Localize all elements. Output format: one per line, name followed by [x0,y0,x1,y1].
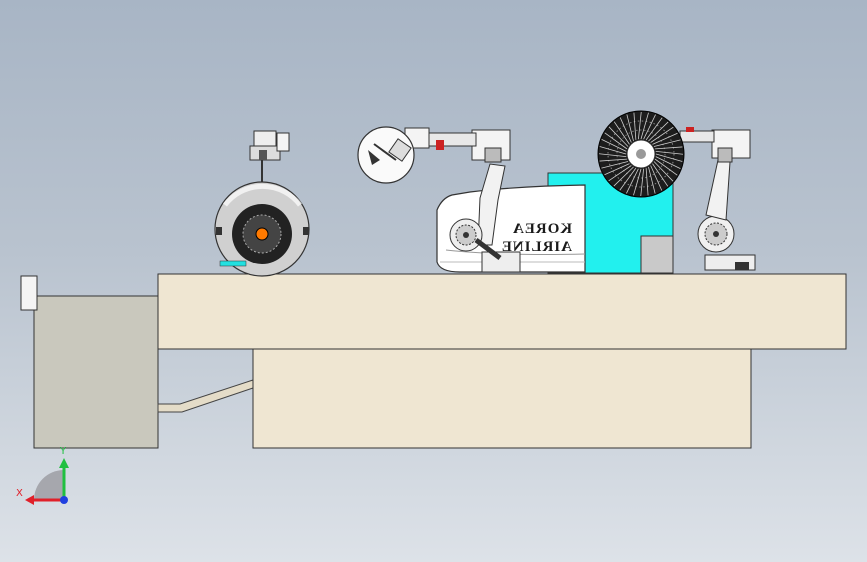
fan-blade [648,121,669,142]
fan-blade [626,114,634,142]
fan-blade [653,139,681,147]
fan-blade [655,156,681,169]
fan-blade [652,132,678,145]
spherical-robot [214,130,310,277]
x-axis-arrow-icon [25,495,34,505]
cable-hose [157,379,254,413]
fan-blade [613,121,630,145]
fan-blade [650,165,663,191]
fuselage-text-airline: AIRLINE [501,239,572,255]
fan-blade [650,126,674,143]
fan-blade [604,163,630,176]
fan-blade [654,158,678,176]
fan-blade [608,165,632,182]
fan-blade [608,126,629,147]
fuselage-text-korea: KOREA [512,221,572,237]
fan-blade [604,132,628,150]
fan-blade [648,166,656,194]
fan-blade [619,167,637,191]
x-axis-label: X [16,488,23,499]
coordinate-triad: Y X [16,446,69,505]
fan-blade [626,168,639,194]
fan-blade [643,114,656,140]
right-robot-arm [597,110,756,271]
fan-blade [645,117,663,141]
middle-robot-arm [357,126,521,273]
y-axis-arrow-icon [59,458,69,468]
z-axis-dot [60,496,68,504]
fan-blade [601,161,629,169]
work-table [157,273,847,449]
table-base [252,348,752,449]
fan-blade [653,161,674,182]
fan-blade [601,139,627,152]
table-top [157,273,847,350]
fan-blade [655,146,683,150]
fan-blade [619,117,632,143]
fan-blade [652,163,669,187]
fan-blade [640,168,645,197]
fan-blade [598,153,627,158]
fan-blade [613,166,634,187]
fan-blade [655,150,684,155]
fan-blade [655,153,683,162]
fan-blade [633,168,642,196]
fan-blade [640,112,649,140]
control-cabinet [20,275,159,449]
bladed-fan [597,110,685,198]
fan-blade [633,112,637,140]
fan-blade [599,146,627,155]
cabinet-switch [20,275,38,311]
fan-blade [637,111,642,140]
fan-blade [599,158,627,162]
y-axis-label: Y [59,446,67,457]
fan-blade [645,168,649,196]
